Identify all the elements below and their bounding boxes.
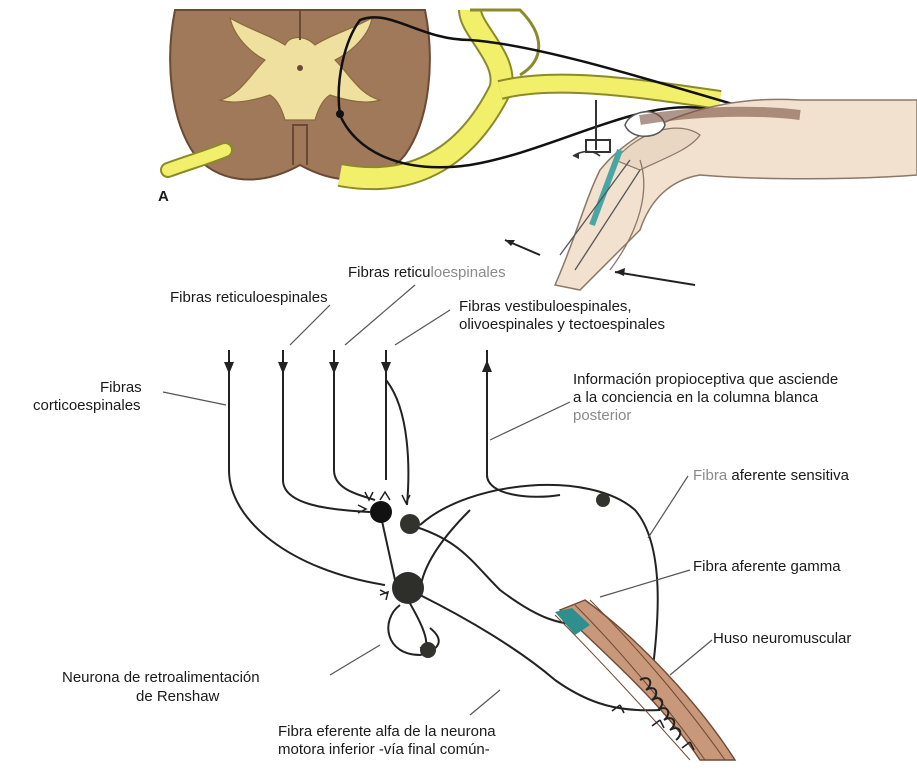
label-vestibuloespinales-line1: Fibras vestibuloespinales, <box>459 298 632 316</box>
neuron-small-dark <box>400 514 420 534</box>
label-eferente-alfa-line2: motora inferior -vía final común- <box>278 741 490 759</box>
label-vestibuloespinales-line2: olivoespinales y tectoespinales <box>459 316 665 334</box>
label-huso-neuromuscular: Huso neuromuscular <box>713 630 851 648</box>
label-propioceptiva-line1: Información propioceptiva que asciende <box>573 371 838 389</box>
label-propioceptiva-line3: posterior <box>573 407 631 425</box>
label-renshaw-line1: Neurona de retroalimentación <box>62 669 260 687</box>
label-corticoespinales-line1: Fibras <box>100 379 142 397</box>
label-fibra-aferente-sensitiva: Fibra aferente sensitiva <box>693 467 849 485</box>
arrow-leg-return <box>615 272 695 285</box>
knee-joint <box>555 99 917 290</box>
label-fibras-reticuloespinales-top: Fibras reticuloespinales <box>348 264 506 282</box>
fiber-reticuloespinal-1 <box>283 350 370 512</box>
fiber-propioceptiva <box>487 350 560 497</box>
panel-letter: A <box>158 188 169 205</box>
label-eferente-alfa-line1: Fibra eferente alfa de la neurona <box>278 723 496 741</box>
neuron-renshaw <box>420 642 436 658</box>
label-corticoespinales-line2: corticoespinales <box>33 397 141 415</box>
neuron-ganglion <box>596 493 610 507</box>
label-fibras-reticuloespinales-left: Fibras reticuloespinales <box>170 289 328 307</box>
fiber-corticoespinal <box>229 350 385 585</box>
label-propioceptiva-line2: a la conciencia en la columna blanca <box>573 389 818 407</box>
neuron-alpha-motor <box>392 572 424 604</box>
fiber-vestibuloespinal <box>386 350 408 505</box>
label-fibra-aferente-gamma: Fibra aferente gamma <box>693 558 841 576</box>
neuron-interneuron-black <box>370 501 392 523</box>
label-renshaw-line2: de Renshaw <box>136 688 219 706</box>
descending-arrows <box>224 360 492 374</box>
central-canal <box>297 65 303 71</box>
cord-neuron-dot <box>336 110 344 118</box>
fiber-reticuloespinal-2 <box>334 350 375 500</box>
muscle-fiber-bundle <box>555 600 735 760</box>
